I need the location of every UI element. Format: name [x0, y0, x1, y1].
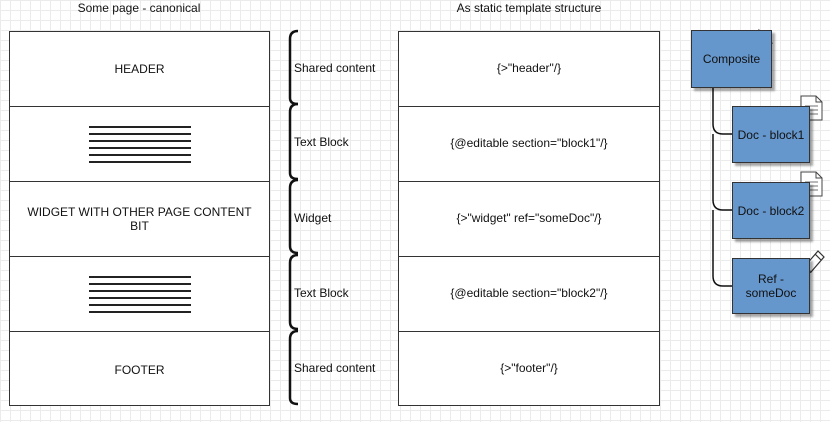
template-row-block1: {@editable section="block1"/} — [399, 107, 659, 182]
footer-label: FOOTER — [114, 362, 165, 377]
brace-shared-content — [288, 329, 299, 406]
canonical-column-title: Some page - canonical — [77, 1, 201, 15]
brace-label-shared-content: Shared content — [294, 61, 376, 75]
tree-connectors — [712, 88, 732, 287]
template-row-header: {>"header"/} — [399, 32, 659, 107]
doc-block1-label: Doc - block1 — [737, 127, 805, 142]
brace-label-widget: Widget — [294, 211, 332, 225]
widget-section: WIDGET WITH OTHER PAGE CONTENT BIT — [10, 182, 269, 257]
template-row-footer: {>"footer"/} — [399, 332, 659, 407]
template-footer-code: {>"footer"/} — [500, 361, 558, 375]
template-row-block2: {@editable section="block2"/} — [399, 257, 659, 332]
brace-text-block — [288, 253, 299, 331]
doc-block1-node[interactable]: Doc - block1 — [732, 106, 810, 163]
template-block1-code: {@editable section="block1"/} — [450, 136, 608, 150]
brace-label-text-block: Text Block — [294, 135, 349, 149]
brace-widget — [288, 178, 299, 255]
section-braces — [288, 29, 299, 406]
composite-node[interactable]: Composite — [691, 30, 772, 88]
text-lines-icon — [88, 275, 191, 313]
text-block-1-section — [10, 107, 269, 182]
doc-block2-node[interactable]: Doc - block2 — [732, 182, 810, 239]
ref-somedoc-label: Ref - someDoc — [745, 272, 797, 300]
brace-text-block — [288, 102, 299, 181]
header-label: HEADER — [114, 62, 165, 76]
brace-label-shared-content: Shared content — [294, 361, 376, 375]
brace-shared-content — [288, 29, 299, 106]
text-block-2-section — [10, 257, 269, 332]
footer-section: FOOTER — [10, 332, 269, 407]
template-panel: {>"header"/} {@editable section="block1"… — [398, 31, 660, 406]
template-header-code: {>"header"/} — [496, 61, 562, 75]
doc-block2-label: Doc - block2 — [737, 203, 805, 218]
header-section: HEADER — [10, 32, 269, 107]
ref-somedoc-node[interactable]: Ref - someDoc — [732, 258, 810, 314]
widget-label: WIDGET WITH OTHER PAGE CONTENT BIT — [27, 205, 252, 233]
text-lines-icon — [88, 125, 191, 163]
template-row-widget: {>"widget" ref="someDoc"/} — [399, 182, 659, 257]
template-widget-code: {>"widget" ref="someDoc"/} — [456, 211, 602, 225]
composite-label: Composite — [702, 52, 761, 66]
canonical-page-panel: HEADER WIDGET WITH OTHER PAGE CONTENT BI… — [9, 31, 270, 406]
template-block2-code: {@editable section="block2"/} — [450, 286, 608, 300]
brace-label-text-block: Text Block — [294, 286, 349, 300]
template-column-title: As static template structure — [456, 1, 602, 15]
